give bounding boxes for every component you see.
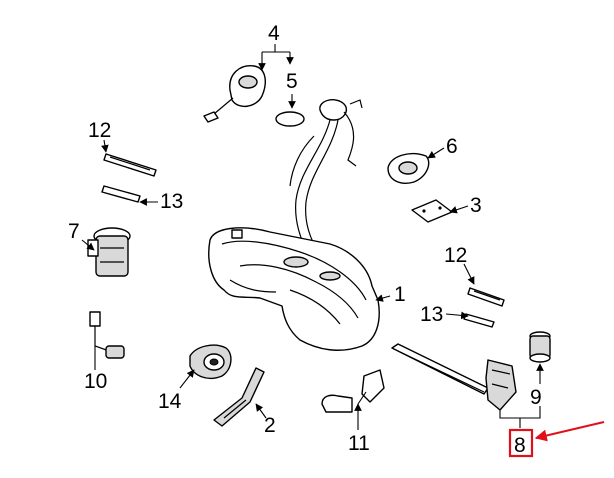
part-6-filler-housing <box>387 152 430 184</box>
filler-neck <box>289 99 363 257</box>
highlight-arrow <box>534 421 605 442</box>
part-5-gasket <box>275 111 305 127</box>
part-4-pump-cover <box>203 65 266 123</box>
callout-6: 6 <box>446 135 458 158</box>
callout-7: 7 <box>68 220 80 243</box>
callout-9: 9 <box>530 386 542 409</box>
callout-4: 4 <box>268 22 280 45</box>
leader-lines <box>81 44 544 430</box>
callout-3: 3 <box>470 194 482 217</box>
part-7-fuel-pump <box>87 227 131 277</box>
callout-12-lower: 12 <box>444 244 467 267</box>
callout-labels: 4 5 12 6 13 3 7 12 1 13 10 14 9 2 11 8 <box>68 22 542 457</box>
part-13-lower-pad <box>463 313 495 328</box>
part-13-upper-pad <box>101 185 141 203</box>
callout-11: 11 <box>348 432 370 455</box>
callout-13-upper: 13 <box>160 190 183 213</box>
part-3-shield-plate <box>411 199 453 223</box>
part-2-tank-strap <box>213 367 265 427</box>
callout-1: 1 <box>394 283 406 306</box>
callout-8: 8 <box>514 434 526 457</box>
part-9-fuel-filter <box>529 331 551 363</box>
part-11-bracket <box>321 369 385 413</box>
callout-13-lower: 13 <box>420 303 443 326</box>
part-8-fuel-line-assembly <box>391 343 517 411</box>
highlight-box <box>508 428 534 458</box>
callout-5: 5 <box>286 70 298 93</box>
callout-12-upper: 12 <box>88 119 111 142</box>
highlight-part-8 <box>508 421 605 458</box>
part-14-vent-valve <box>189 344 232 380</box>
callout-14: 14 <box>158 390 182 413</box>
callout-2: 2 <box>264 414 276 437</box>
part-1-fuel-tank <box>208 227 380 351</box>
callout-10: 10 <box>84 370 107 393</box>
part-12-lower-pad <box>467 287 505 307</box>
part-12-upper-pad <box>103 153 157 177</box>
